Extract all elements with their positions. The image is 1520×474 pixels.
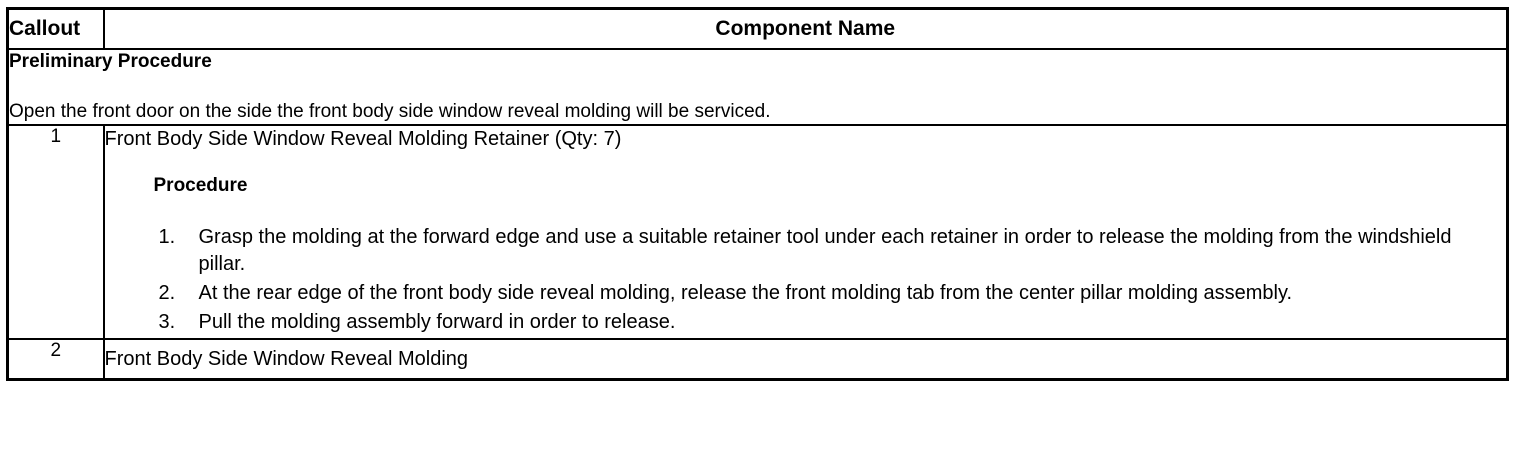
callout-number: 2 xyxy=(6,338,105,381)
component-detail-cell: Front Body Side Window Reveal Molding Re… xyxy=(102,124,1509,340)
procedure-step: Grasp the molding at the forward edge an… xyxy=(159,224,1452,275)
preliminary-procedure-title: Preliminary Procedure xyxy=(9,51,212,72)
procedure-heading: Procedure xyxy=(153,175,248,196)
component-table: Callout Component Name Preliminary Proce… xyxy=(6,7,1509,381)
column-header-callout: Callout xyxy=(6,7,105,50)
preliminary-procedure-row: Preliminary Procedure Open the front doo… xyxy=(6,48,1509,126)
component-name-text: Front Body Side Window Reveal Molding xyxy=(102,338,1509,381)
table-header-row: Callout Component Name xyxy=(6,7,1509,50)
component-name-text: Front Body Side Window Reveal Molding Re… xyxy=(104,128,622,150)
callout-number: 1 xyxy=(6,124,105,340)
table-row: 1 Front Body Side Window Reveal Molding … xyxy=(6,124,1509,340)
procedure-step: At the rear edge of the front body side … xyxy=(159,280,1293,307)
preliminary-procedure-text: Open the front door on the side the fron… xyxy=(9,101,771,122)
preliminary-procedure-cell: Preliminary Procedure Open the front doo… xyxy=(6,48,1509,126)
procedure-step-list: Grasp the molding at the forward edge an… xyxy=(105,224,1479,336)
procedure-step: Pull the molding assembly forward in ord… xyxy=(159,309,676,336)
table-row: 2 Front Body Side Window Reveal Molding xyxy=(6,338,1509,381)
column-header-component-name: Component Name xyxy=(102,7,1509,50)
